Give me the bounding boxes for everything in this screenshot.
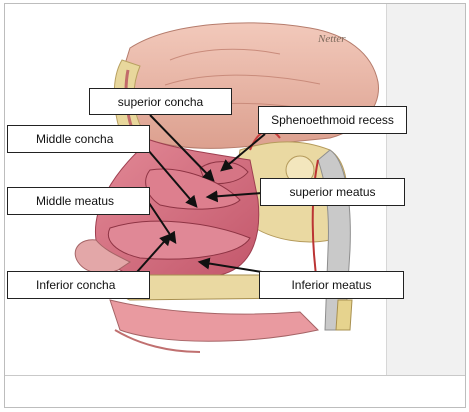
label-text: Middle meatus (36, 194, 115, 208)
oral-region (109, 299, 319, 342)
label-superior-meatus[interactable]: superior meatus (260, 178, 405, 206)
label-superior-concha[interactable]: superior concha (89, 88, 232, 115)
label-text: Inferior meatus (291, 278, 372, 292)
bottom-bar (5, 375, 465, 407)
label-middle-meatus[interactable]: Middle meatus (7, 187, 150, 215)
label-sphenoethmoid-recess[interactable]: Sphenoethmoid recess (258, 106, 407, 134)
artist-signature: Netter (317, 33, 346, 45)
label-text: superior meatus (289, 185, 376, 199)
label-text: Sphenoethmoid recess (271, 113, 394, 127)
label-middle-concha[interactable]: Middle concha (7, 125, 150, 153)
label-inferior-meatus[interactable]: Inferior meatus (259, 271, 404, 299)
label-text: Middle concha (36, 132, 114, 146)
label-text: Inferior concha (36, 278, 116, 292)
label-text: superior concha (117, 94, 204, 109)
label-inferior-concha[interactable]: Inferior concha (7, 271, 150, 299)
